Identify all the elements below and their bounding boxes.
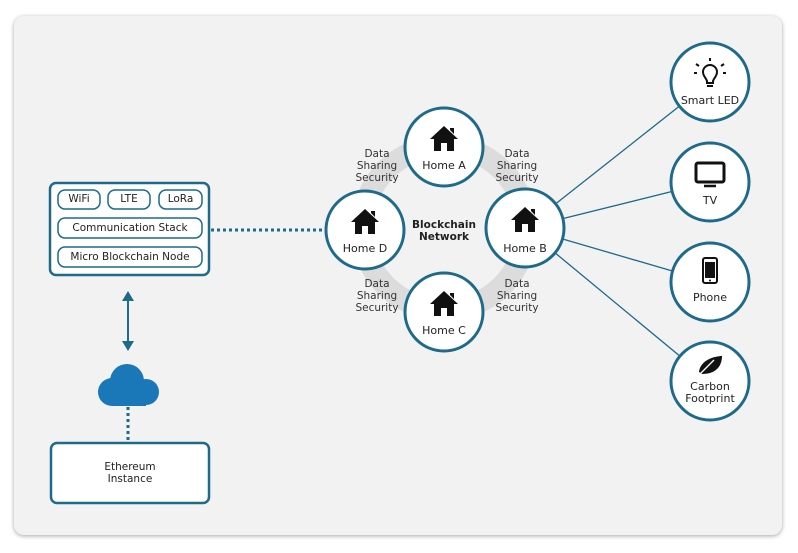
device-label-led: Smart LED xyxy=(680,94,740,107)
device-label-phone: Phone xyxy=(692,291,728,304)
device-node-tv xyxy=(669,141,751,223)
home-a-label: Home A xyxy=(422,159,466,172)
blockchain-node-label: Micro Blockchain Node xyxy=(70,251,190,263)
communication-stack-label: Communication Stack xyxy=(72,222,188,234)
device-node-led xyxy=(669,41,751,123)
link-label-c-b: Data Sharing Security xyxy=(495,278,539,314)
device-label-tv: TV xyxy=(702,194,718,207)
device-node-leaf xyxy=(669,340,751,422)
lte-chip xyxy=(107,189,151,210)
home-node-a xyxy=(403,106,485,188)
blockchain-network-label: Blockchain Network xyxy=(412,219,476,243)
device-node-phone xyxy=(669,241,751,323)
home-b-label: Home B xyxy=(503,242,547,255)
home-node-b xyxy=(484,187,566,269)
link-label-d-a: Data Sharing Security xyxy=(355,148,399,184)
wifi-label: WiFi xyxy=(68,193,90,205)
lightbulb-icon xyxy=(694,58,726,87)
leaf-icon xyxy=(697,356,722,377)
home-node-c xyxy=(403,271,485,353)
wifi-chip xyxy=(57,189,101,210)
device-label-leaf: Carbon Footprint xyxy=(685,380,735,405)
ethereum-label: Ethereum Instance xyxy=(104,461,156,485)
cloud-icon xyxy=(98,364,159,406)
home-node-d xyxy=(324,189,406,271)
lora-label: LoRa xyxy=(167,193,194,205)
link-label-d-c: Data Sharing Security xyxy=(355,278,399,314)
link-label-a-b: Data Sharing Security xyxy=(495,148,539,184)
blockchain-node-row xyxy=(57,246,203,268)
lte-label: LTE xyxy=(120,193,138,205)
home-d-label: Home D xyxy=(342,242,388,255)
phone-icon xyxy=(702,257,718,284)
ethereum-box xyxy=(49,441,211,505)
lora-chip xyxy=(158,189,203,210)
sync-arrow-icon xyxy=(122,291,134,351)
tv-icon xyxy=(694,161,726,188)
communication-stack-row xyxy=(57,217,203,239)
home-c-label: Home C xyxy=(422,324,466,337)
